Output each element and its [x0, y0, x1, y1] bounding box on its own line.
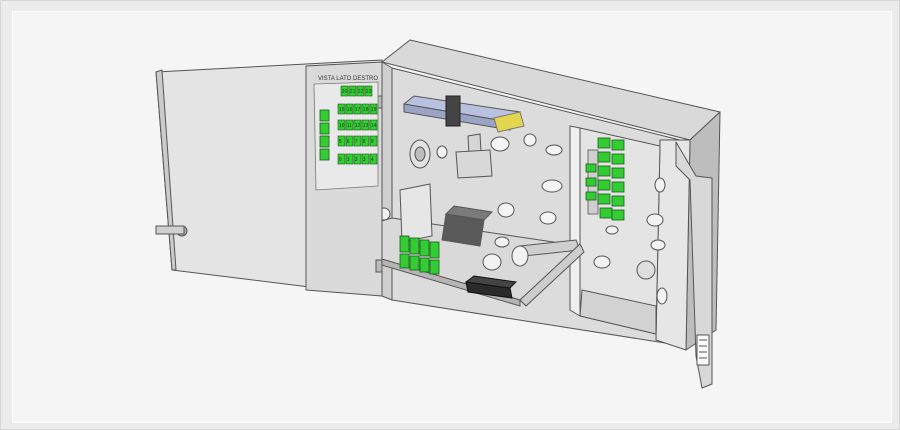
door-adapter-slot [364, 85, 373, 97]
door-adapter-slot [353, 153, 362, 165]
door-side-slots [319, 109, 330, 161]
door-adapter-slot [369, 119, 378, 131]
door-adapter-slot [337, 119, 346, 131]
door-adapter-number: 7 [355, 139, 358, 145]
door-adapter-slot [348, 85, 357, 97]
door-adapter-number: 6 [347, 139, 350, 145]
door-adapter-number: 23 [366, 89, 372, 95]
door-adapter-slot [340, 85, 349, 97]
door-adapter-number: 1 [347, 157, 350, 163]
door-adapter-slot [356, 85, 365, 97]
door-adapter-slot [369, 103, 378, 115]
door-adapter-slot [337, 103, 346, 115]
door-adapter-number: 0 [339, 157, 342, 163]
door-adapter-slot [353, 135, 362, 147]
door-adapter-number: 2 [355, 157, 358, 163]
cable-clips-left [409, 133, 563, 225]
door-adapter-number: 8 [363, 139, 366, 145]
door-adapter-slot [361, 119, 370, 131]
door-adapter-slot [353, 103, 362, 115]
door-adapter-slot [369, 135, 378, 147]
door-adapter-number: 10 [339, 123, 345, 129]
door-adapter-number: 5 [339, 139, 342, 145]
door-adapter-slot [345, 103, 354, 115]
door-adapter-number: 16 [347, 107, 353, 113]
door-adapter-number: 3 [363, 157, 366, 163]
door-adapter-slot [369, 153, 378, 165]
door-adapter-number: 15 [339, 107, 345, 113]
door-adapter-number: 14 [371, 123, 377, 129]
door-adapter-number: 19 [371, 107, 377, 113]
door-adapter-number: 18 [363, 107, 369, 113]
door-adapter-number: 22 [358, 89, 364, 95]
shelf-strut [519, 243, 585, 307]
door-adapter-number: 4 [371, 157, 374, 163]
cable-clips-right [593, 177, 668, 305]
right-adapter-bank [585, 137, 625, 221]
door-adapter-number: 17 [355, 107, 361, 113]
door-adapter-slot [337, 135, 346, 147]
door-adapter-number: 9 [371, 139, 374, 145]
door-adapter-number: 11 [347, 123, 352, 129]
pullout-shelf [316, 183, 582, 307]
door-label-text: VISTA LATO DESTRO [318, 76, 378, 82]
door-adapter-slot [337, 153, 346, 165]
divider-wall [569, 125, 661, 335]
door-adapter-slot [345, 119, 354, 131]
door-adapter-slot [361, 153, 370, 165]
door-adapter-slot [345, 153, 354, 165]
door-adapter-slot [361, 135, 370, 147]
door-adapter-slot [361, 103, 370, 115]
door-adapter-number: 20 [342, 89, 348, 95]
door-adapter-slot [353, 119, 362, 131]
door-adapter-number: 21 [350, 89, 356, 95]
door-adapter-slot [345, 135, 354, 147]
door-adapter-number: 13 [363, 123, 369, 129]
door-adapter-number: 12 [355, 123, 361, 129]
